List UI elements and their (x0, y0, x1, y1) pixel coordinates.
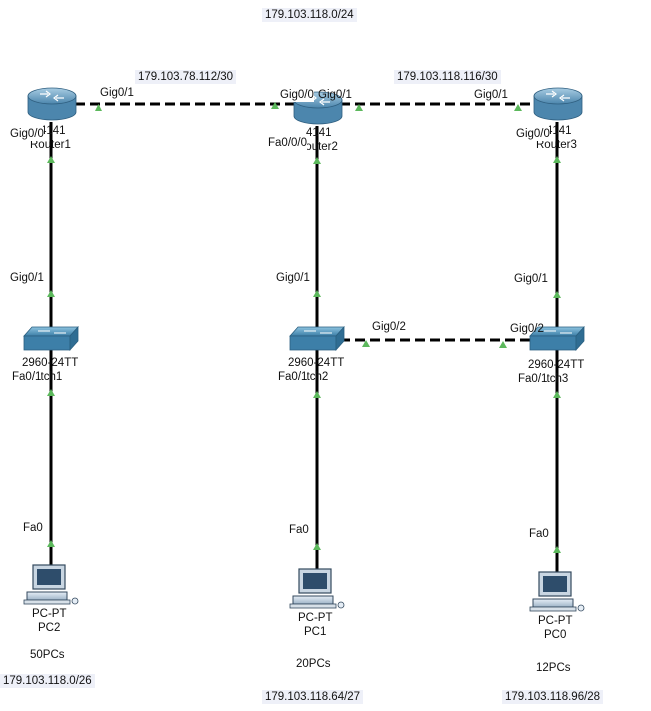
pc-base (26, 591, 68, 601)
router3-model-label: 4141 (546, 125, 572, 137)
switch-front (529, 335, 577, 351)
switch1[interactable] (23, 325, 79, 352)
switch2-model-label: 2960-24TT (288, 357, 345, 369)
port-indicators (47, 102, 561, 553)
pc2-name-label: PC2 (38, 622, 61, 634)
port-up-indicator (553, 156, 561, 163)
mouse-icon (337, 601, 345, 609)
port-label-r1-gig00: Gig0/0 (10, 127, 44, 141)
pc1[interactable] (289, 568, 345, 609)
port-label-r3-gig01: Gig0/1 (474, 89, 508, 101)
router1[interactable] (27, 87, 77, 121)
pc1-type-label: PC-PT (298, 612, 333, 624)
link-label-r1-r2: 179.103.78.112/30 (135, 70, 237, 84)
pc2[interactable] (23, 564, 79, 605)
switch3[interactable] (529, 325, 585, 352)
port-label-s3-gig02: Gig0/2 (510, 323, 544, 335)
pc0-type-label: PC-PT (538, 615, 573, 627)
pc-keyboard (289, 603, 337, 609)
router2-name-label: Router2 (297, 141, 338, 153)
switch3-model-label: 2960-24TT (528, 359, 585, 371)
pc2-count-label: 50PCs (30, 649, 65, 661)
switch-front (289, 335, 337, 351)
pc0-name-label: PC0 (544, 629, 567, 641)
port-label-r2-fa00: Fa0/0/0 (268, 136, 307, 150)
pc2-subnet-label: 179.103.118.0/26 (0, 674, 95, 688)
port-up-indicator (553, 546, 561, 553)
port-up-indicator (553, 291, 561, 298)
port-up-indicator (553, 391, 561, 398)
router1-name-label: Router1 (30, 139, 71, 151)
port-up-indicator (47, 389, 55, 396)
router3[interactable] (533, 87, 583, 121)
port-label-r2-gig00: Gig0/0 (280, 88, 314, 102)
port-label-pc0-fa0: Fa0 (529, 528, 549, 540)
switch-side (69, 325, 79, 352)
pc0-subnet-label: 179.103.118.96/28 (502, 690, 604, 704)
pc-base (292, 595, 334, 605)
port-up-indicator (499, 341, 507, 348)
router-top (533, 87, 583, 105)
port-label-pc2-fa0: Fa0 (23, 522, 43, 534)
mouse-icon (71, 597, 79, 605)
port-label-r3-gig00: Gig0/0 (516, 127, 550, 141)
port-up-indicator (313, 543, 321, 550)
link-label-r2-r3: 179.103.118.116/30 (394, 70, 501, 84)
subnet-label-top: 179.103.118.0/24 (262, 8, 357, 22)
port-label-s2-gig02: Gig0/2 (372, 321, 406, 333)
pc1-count-label: 20PCs (296, 658, 331, 670)
router-top (27, 87, 77, 105)
port-label-s2-gig01: Gig0/1 (276, 272, 310, 284)
port-up-indicator (313, 391, 321, 398)
pc-screen (543, 576, 567, 592)
port-up-indicator (514, 104, 522, 111)
pc0-count-label: 12PCs (536, 662, 571, 674)
switch-top (289, 326, 345, 337)
pc-screen (37, 569, 61, 585)
port-label-r2-gig01: Gig0/1 (318, 89, 352, 101)
port-label-s1-gig01: Gig0/1 (10, 272, 44, 284)
port-up-indicator (313, 290, 321, 297)
pc-keyboard (529, 606, 577, 612)
router2-model-label: 4141 (306, 127, 332, 139)
switch-top (23, 326, 79, 337)
port-up-indicator (271, 102, 279, 109)
switch1-model-label: 2960-24TT (22, 357, 79, 369)
port-label-s3-gig01: Gig0/1 (514, 273, 548, 285)
mouse-icon (577, 604, 585, 612)
port-label-pc1-fa0: Fa0 (289, 524, 309, 536)
links (49, 102, 559, 573)
pc-base (532, 598, 574, 608)
pc-screen (303, 573, 327, 589)
pc1-name-label: PC1 (304, 626, 327, 638)
pc1-subnet-label: 179.103.118.64/27 (262, 690, 364, 704)
pc2-type-label: PC-PT (32, 608, 67, 620)
router3-name-label: Router3 (536, 139, 577, 151)
port-up-indicator (362, 340, 370, 347)
port-up-indicator (355, 104, 363, 111)
port-up-indicator (47, 290, 55, 297)
switch-front (23, 335, 71, 351)
switch2[interactable] (289, 325, 345, 352)
switch-side (575, 325, 585, 352)
port-label-s2-fa01: Fa0/1 (278, 370, 308, 384)
port-label-s1-fa01: Fa0/1 (12, 370, 42, 384)
port-up-indicator (47, 540, 55, 547)
switch-side (335, 325, 345, 352)
port-up-indicator (313, 157, 321, 164)
port-label-r1-gig01: Gig0/1 (100, 87, 134, 99)
port-up-indicator (95, 104, 102, 111)
pc0[interactable] (529, 571, 585, 612)
router1-model-label: 4141 (40, 125, 66, 137)
port-label-s3-fa01: Fa0/1 (518, 372, 548, 386)
pc-keyboard (23, 599, 71, 605)
port-up-indicator (47, 156, 55, 163)
